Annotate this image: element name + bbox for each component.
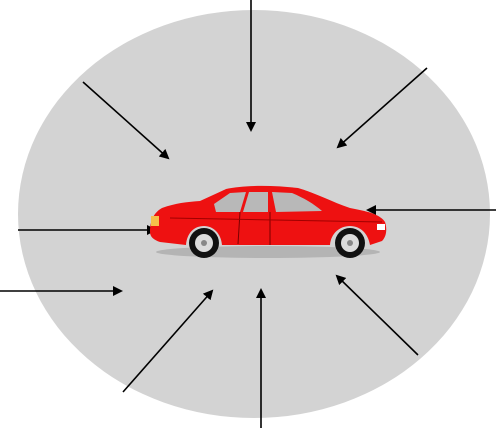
car-tail-light (151, 216, 159, 226)
car-head-light (377, 224, 385, 230)
car-rear-wheel (189, 228, 219, 258)
car-front-wheel (335, 228, 365, 258)
